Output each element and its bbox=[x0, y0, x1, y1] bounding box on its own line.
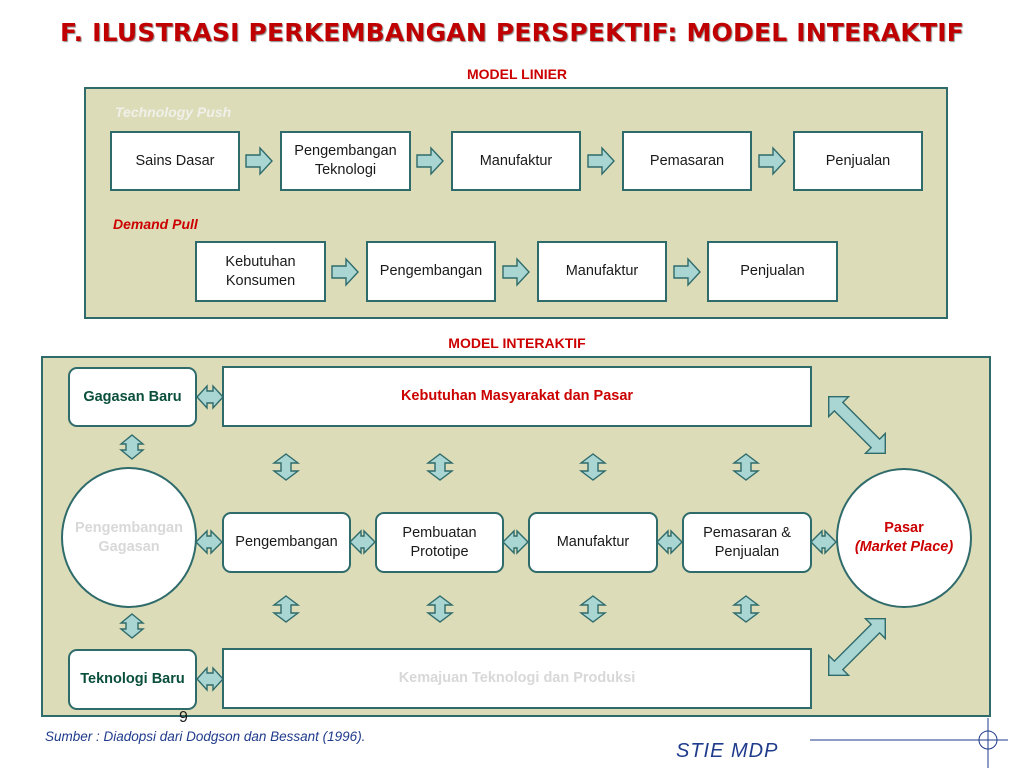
market-needs-box: Kebutuhan Masyarakat dan Pasar bbox=[222, 366, 812, 427]
step-pemasaran: Pemasaran bbox=[622, 131, 752, 191]
right-arrow-icon bbox=[331, 257, 359, 287]
vertical-double-arrow-icon bbox=[425, 453, 455, 481]
double-arrow-icon bbox=[196, 666, 224, 692]
right-arrow-icon bbox=[416, 146, 444, 176]
step-label: Penjualan bbox=[825, 152, 891, 169]
vertical-double-arrow-icon bbox=[731, 453, 761, 481]
vertical-double-arrow-icon bbox=[119, 613, 145, 639]
double-arrow-icon bbox=[656, 529, 683, 555]
new-idea-box: Gagasan Baru bbox=[68, 367, 197, 427]
right-arrow-icon bbox=[673, 257, 701, 287]
right-arrow-icon bbox=[758, 146, 786, 176]
vertical-double-arrow-icon bbox=[119, 434, 145, 460]
double-arrow-icon bbox=[810, 529, 837, 555]
step-pengembangan-teknologi: Pengembangan Teknologi bbox=[280, 131, 411, 191]
step-label: Manufaktur bbox=[565, 263, 639, 279]
vertical-double-arrow-icon bbox=[578, 595, 608, 623]
linear-model-label: MODEL LINIER bbox=[466, 66, 568, 82]
market-needs-label: Kebutuhan Masyarakat dan Pasar bbox=[400, 388, 634, 404]
vertical-double-arrow-icon bbox=[271, 453, 301, 481]
demand-pull-label: Demand Pull bbox=[113, 216, 198, 232]
vertical-double-arrow-icon bbox=[425, 595, 455, 623]
new-idea-label: Gagasan Baru bbox=[83, 388, 182, 405]
step-label: Pengembangan Teknologi bbox=[294, 143, 397, 178]
step-sains-dasar: Sains Dasar bbox=[110, 131, 240, 191]
right-arrow-icon bbox=[502, 257, 530, 287]
step-penjualan: Penjualan bbox=[707, 241, 838, 302]
diagonal-double-arrow-icon bbox=[828, 396, 886, 454]
double-arrow-icon bbox=[196, 384, 224, 410]
idea-development-circle: Pengembangan Gagasan bbox=[61, 467, 197, 608]
idea-development-label: Pengembangan Gagasan bbox=[75, 519, 183, 555]
step-label: Pemasaran bbox=[649, 152, 725, 169]
step-label: Pengembangan bbox=[379, 263, 483, 279]
step-kebutuhan-konsumen: Kebutuhan Konsumen bbox=[195, 241, 326, 302]
stage-label: Pemasaran & Penjualan bbox=[703, 524, 791, 560]
double-arrow-icon bbox=[195, 529, 223, 555]
technology-push-label: Technology Push bbox=[115, 104, 232, 120]
step-label: Kebutuhan Konsumen bbox=[225, 253, 296, 289]
market-circle: Pasar (Market Place) bbox=[836, 468, 972, 608]
stage-development: Pengembangan bbox=[222, 512, 351, 573]
stage-label: Pengembangan bbox=[235, 534, 338, 550]
step-manufaktur: Manufaktur bbox=[451, 131, 581, 191]
step-penjualan: Penjualan bbox=[793, 131, 923, 191]
step-label: Penjualan bbox=[740, 263, 805, 279]
step-label: Manufaktur bbox=[479, 152, 553, 169]
diagonal-double-arrow-icon bbox=[828, 618, 886, 676]
right-arrow-icon bbox=[245, 146, 273, 176]
brand-name: STIE MDP bbox=[676, 740, 779, 762]
market-label: Pasar bbox=[884, 520, 924, 536]
step-label: Sains Dasar bbox=[135, 152, 215, 169]
vertical-double-arrow-icon bbox=[731, 595, 761, 623]
page-title: F. ILUSTRASI PERKEMBANGAN PERSPEKTIF: MO… bbox=[59, 18, 965, 47]
stage-marketing-sales: Pemasaran & Penjualan bbox=[682, 512, 812, 573]
right-arrow-icon bbox=[587, 146, 615, 176]
source-citation: Sumber : Diadopsi dari Dodgson dan Bessa… bbox=[45, 729, 366, 744]
stage-label: Manufaktur bbox=[556, 534, 630, 550]
tech-progress-label: Kemajuan Teknologi dan Produksi bbox=[398, 670, 636, 686]
market-sub-label: (Market Place) bbox=[854, 539, 954, 555]
new-technology-label: Teknologi Baru bbox=[80, 671, 185, 687]
tech-progress-box: Kemajuan Teknologi dan Produksi bbox=[222, 648, 812, 709]
interactive-model-label: MODEL INTERAKTIF bbox=[448, 335, 586, 351]
stage-manufacturing: Manufaktur bbox=[528, 512, 658, 573]
new-technology-box: Teknologi Baru bbox=[68, 649, 197, 710]
page-number: 9 bbox=[179, 709, 188, 726]
vertical-double-arrow-icon bbox=[578, 453, 608, 481]
stage-label: Pembuatan Prototipe bbox=[402, 524, 477, 560]
stage-prototype: Pembuatan Prototipe bbox=[375, 512, 504, 573]
step-manufaktur: Manufaktur bbox=[537, 241, 667, 302]
double-arrow-icon bbox=[502, 529, 529, 555]
vertical-double-arrow-icon bbox=[271, 595, 301, 623]
double-arrow-icon bbox=[349, 529, 376, 555]
step-pengembangan: Pengembangan bbox=[366, 241, 496, 302]
